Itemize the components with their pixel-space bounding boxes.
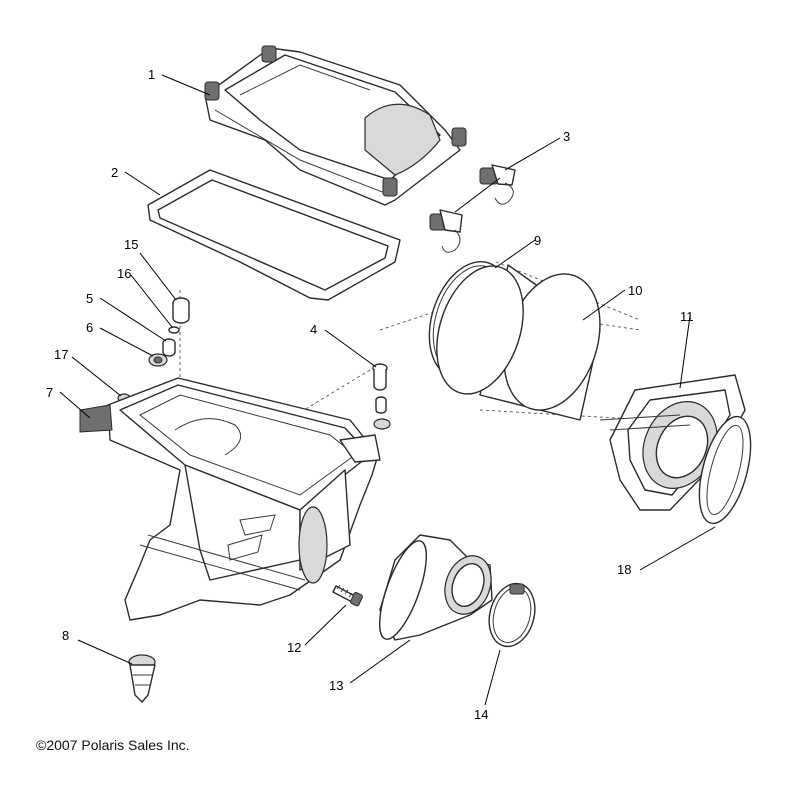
callout-4: 4 (310, 322, 317, 337)
callout-8: 8 (62, 628, 69, 643)
fastener-stack (372, 363, 391, 430)
drain-plug (128, 654, 156, 703)
copyright-notice: ©2007 Polaris Sales Inc. (36, 737, 190, 753)
callout-13: 13 (329, 678, 343, 693)
mounting-hardware (117, 297, 190, 403)
callout-labels: 1 2 3 15 16 5 6 17 7 4 9 10 11 18 8 12 1… (46, 67, 694, 722)
callout-2: 2 (111, 165, 118, 180)
screw (332, 584, 363, 607)
callout-10: 10 (628, 283, 642, 298)
leader-lines (59, 74, 716, 706)
air-filter (436, 264, 601, 421)
hose-clamp (488, 582, 536, 648)
callout-16: 16 (117, 266, 131, 281)
callout-11: 11 (680, 309, 694, 324)
callout-18: 18 (617, 562, 631, 577)
callout-1: 1 (148, 67, 155, 82)
airbox-cover (204, 45, 467, 206)
callout-3: 3 (563, 129, 570, 144)
callout-12: 12 (287, 640, 301, 655)
cover-gasket (147, 169, 401, 301)
latch-clips (429, 164, 516, 253)
callout-7: 7 (46, 385, 53, 400)
ring-seal (698, 415, 752, 525)
filter-adapter (599, 374, 746, 511)
callout-9: 9 (534, 233, 541, 248)
callout-17: 17 (54, 347, 68, 362)
callout-15: 15 (124, 237, 138, 252)
intake-boot (379, 534, 493, 641)
callout-5: 5 (86, 291, 93, 306)
callout-6: 6 (86, 320, 93, 335)
callout-14: 14 (474, 707, 488, 722)
airbox-housing (79, 377, 381, 621)
